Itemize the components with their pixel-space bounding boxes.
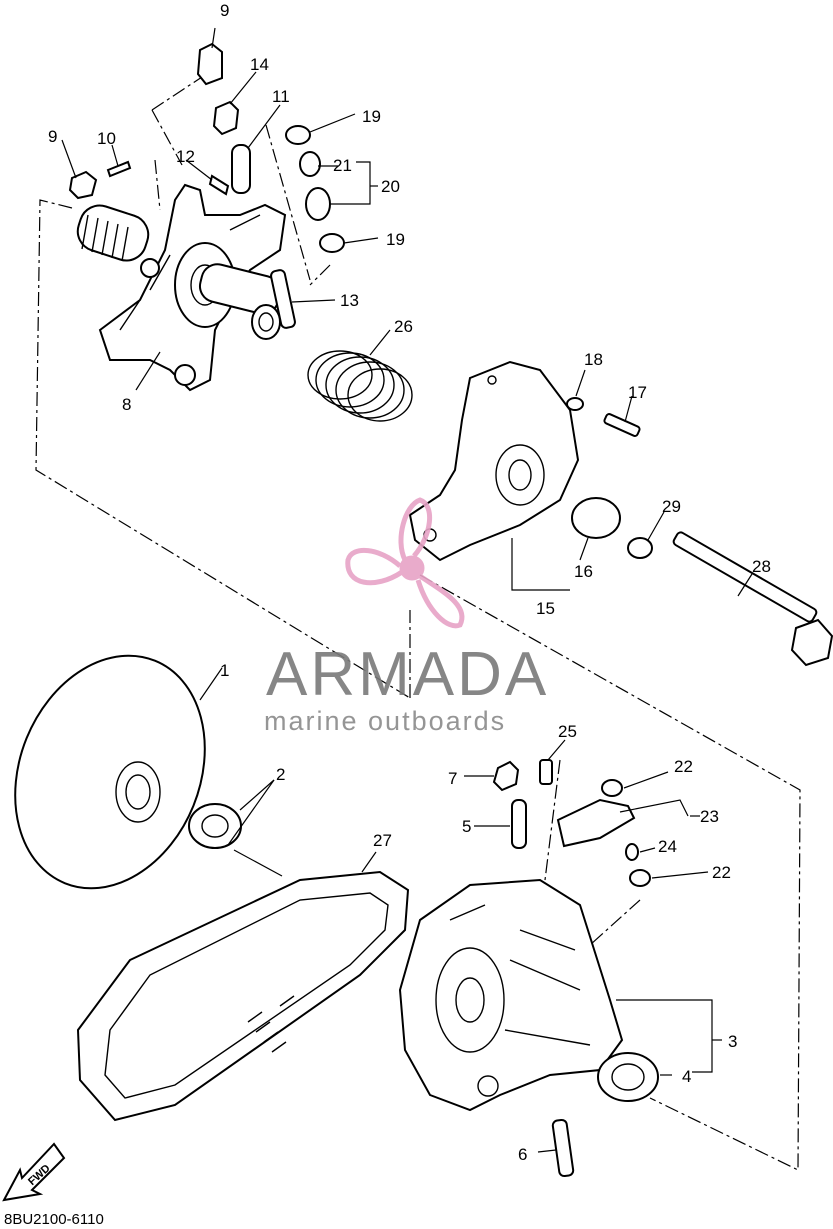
roller-20 bbox=[305, 187, 331, 221]
fwd-arrow: FWD bbox=[2, 1142, 66, 1202]
leader-lines bbox=[61, 27, 753, 1153]
callout-10: 10 bbox=[97, 129, 116, 148]
drive-belt-27 bbox=[76, 870, 410, 1122]
watermark-brand: ARMADA bbox=[266, 640, 549, 709]
callouts: 9 14 11 19 9 10 12 21 20 19 13 26 18 17 … bbox=[48, 1, 771, 1164]
bolt-28 bbox=[672, 531, 833, 667]
arm-23 bbox=[556, 798, 636, 848]
callout-14: 14 bbox=[250, 55, 269, 74]
callout-28: 28 bbox=[752, 557, 771, 576]
callout-3: 3 bbox=[728, 1032, 737, 1051]
cover-15 bbox=[408, 360, 653, 562]
nut-18 bbox=[566, 397, 584, 411]
collar-11 bbox=[231, 144, 251, 194]
washer-29 bbox=[627, 537, 653, 559]
callout-19-top: 19 bbox=[362, 107, 381, 126]
nut-14 bbox=[212, 100, 240, 136]
callout-5: 5 bbox=[462, 817, 471, 836]
callout-4: 4 bbox=[682, 1067, 691, 1086]
bracket-9-left bbox=[68, 170, 98, 200]
callout-18: 18 bbox=[584, 350, 603, 369]
callout-27: 27 bbox=[373, 831, 392, 850]
callout-21: 21 bbox=[333, 156, 352, 175]
assembly-guide-lines bbox=[35, 74, 801, 1171]
bushing-16 bbox=[571, 497, 621, 539]
hardware-upper bbox=[68, 42, 345, 329]
callout-1: 1 bbox=[220, 661, 229, 680]
pin-10 bbox=[106, 160, 132, 178]
callout-22-bottom: 22 bbox=[712, 863, 731, 882]
fixed-sheave-1 bbox=[14, 654, 206, 890]
washer-22-top bbox=[601, 779, 623, 797]
callout-16: 16 bbox=[574, 562, 593, 581]
watermark-tagline: marine outboards bbox=[264, 706, 506, 736]
callout-8: 8 bbox=[122, 395, 131, 414]
callout-15: 15 bbox=[536, 599, 555, 618]
callout-11: 11 bbox=[272, 87, 290, 106]
bolt-17 bbox=[603, 413, 641, 437]
collar-21 bbox=[299, 151, 321, 177]
callout-13: 13 bbox=[340, 291, 359, 310]
callout-22-top: 22 bbox=[674, 757, 693, 776]
callout-25: 25 bbox=[558, 722, 577, 741]
callout-19-bottom: 19 bbox=[386, 230, 405, 249]
pin-25 bbox=[539, 759, 553, 785]
washer-22-bottom bbox=[629, 869, 651, 887]
secondary-sheave-3 bbox=[398, 878, 624, 1112]
washer-19-bottom bbox=[319, 233, 345, 253]
collar-24 bbox=[625, 843, 639, 861]
callout-6: 6 bbox=[518, 1145, 527, 1164]
hardware-lower bbox=[492, 759, 651, 1178]
diagram-code: 8BU2100-6110 bbox=[4, 1211, 104, 1228]
callout-20: 20 bbox=[381, 177, 400, 196]
bolt-13 bbox=[270, 269, 296, 329]
watermark: ARMADA marine outboards bbox=[264, 497, 549, 736]
washer-19-top bbox=[285, 125, 311, 145]
spring-26 bbox=[307, 350, 413, 422]
callout-23: 23 bbox=[700, 807, 719, 826]
callout-29: 29 bbox=[662, 497, 681, 516]
callout-12: 12 bbox=[176, 147, 195, 166]
callout-9-left: 9 bbox=[48, 127, 57, 146]
bolt-6 bbox=[551, 1118, 575, 1178]
screw-12 bbox=[208, 174, 230, 196]
primary-sheave-hub bbox=[76, 183, 287, 392]
bushing-4 bbox=[597, 1052, 659, 1102]
callout-17: 17 bbox=[628, 383, 647, 402]
nut-7 bbox=[492, 760, 520, 792]
callout-9-top: 9 bbox=[220, 1, 229, 20]
callout-26: 26 bbox=[394, 317, 413, 336]
bracket-9-top bbox=[196, 42, 223, 86]
callout-7: 7 bbox=[448, 769, 457, 788]
callout-24: 24 bbox=[658, 837, 677, 856]
callout-2: 2 bbox=[276, 765, 285, 784]
armada-logo-icon bbox=[345, 497, 465, 629]
bushing-2 bbox=[188, 803, 242, 849]
collar-5 bbox=[511, 799, 527, 849]
